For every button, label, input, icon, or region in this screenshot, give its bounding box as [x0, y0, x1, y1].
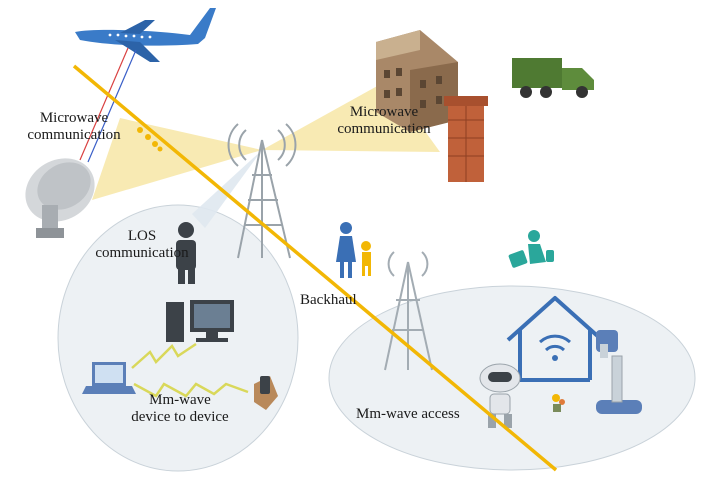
computer-icon: [166, 300, 234, 342]
d2d-label: Mm-wave device to device: [110, 392, 250, 426]
chimney-icon: [444, 96, 488, 182]
uplink-arrow: [87, 49, 137, 163]
los-line2: communication: [95, 245, 189, 261]
airplane-icon: [75, 8, 216, 62]
microwave-dots: [137, 127, 163, 152]
access-label: Mm-wave access: [356, 406, 460, 422]
backhaul-line: [72, 64, 558, 472]
smart-home-icon: [506, 296, 604, 382]
phone-hand-icon: [254, 376, 278, 410]
building-icon: [376, 30, 458, 132]
d2d-link-upper: [131, 342, 197, 369]
robot-icon: [479, 363, 521, 428]
d2d-line1: Mm-wave: [149, 392, 211, 408]
satellite-dish-icon: [25, 158, 95, 238]
flower-icon: [552, 394, 565, 412]
los-label: LOS communication: [84, 228, 200, 262]
microwave-right-line2: communication: [337, 121, 431, 137]
cell-tower-icon: [227, 123, 297, 259]
family-icon: [336, 222, 371, 278]
backhaul-label: Backhaul: [300, 292, 357, 308]
laptop-icon: [82, 362, 136, 394]
d2d-line2: device to device: [131, 409, 229, 425]
microwave-right-label: Microwave communication: [328, 104, 440, 138]
d2d-link-lower: [133, 382, 249, 398]
person-phone-icon: [176, 222, 196, 284]
microwave-right-line1: Microwave: [349, 104, 419, 120]
microwave-beam-left: [92, 118, 262, 200]
downlink-arrow: [79, 47, 129, 161]
los-line1: LOS: [127, 228, 157, 244]
los-beam: [192, 150, 262, 228]
microwave-left-line1: Microwave: [39, 110, 109, 126]
robot-arm-icon: [596, 330, 642, 414]
microwave-left-line2: communication: [27, 127, 121, 143]
access-tower-icon: [384, 251, 433, 371]
traveler-icon: [508, 230, 554, 268]
microwave-left-label: Microwave communication: [18, 110, 130, 144]
truck-icon: [512, 58, 594, 98]
